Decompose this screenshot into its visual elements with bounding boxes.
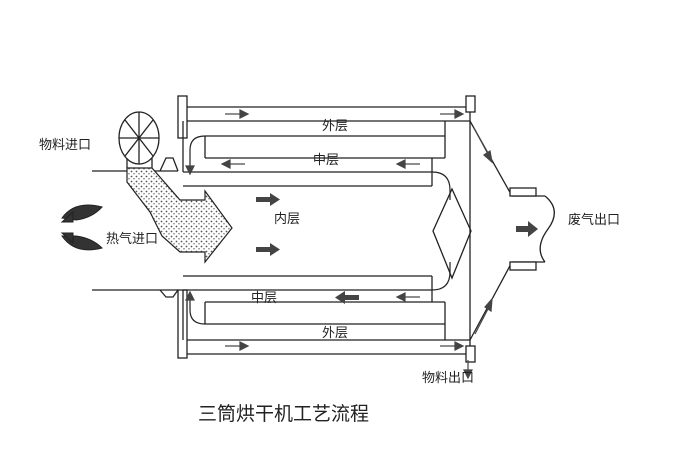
material-flow-arrow <box>126 167 233 264</box>
exhaust-duct <box>469 120 555 341</box>
outer-layer-top-label: 外层 <box>322 119 348 134</box>
inner-drum <box>182 121 433 340</box>
discharge-screen <box>432 187 472 280</box>
inner-layer-label: 内层 <box>274 211 300 227</box>
middle-layer-top-label: 中层 <box>313 153 339 168</box>
hot-air-inlet-label: 热气进口 <box>106 231 158 247</box>
material-inlet-label: 物料进口 <box>39 138 91 153</box>
exhaust-outlet-label: 废气出口 <box>568 212 620 228</box>
outer-layer-bottom-label: 外层 <box>322 326 348 341</box>
middle-layer-bottom-label: 中层 <box>251 291 277 306</box>
diagram-title: 三筒烘干机工艺流程 <box>198 403 369 425</box>
middle-drum <box>204 121 446 340</box>
flame-icon <box>60 204 103 251</box>
flow-arrows <box>185 109 538 380</box>
material-outlet-label: 物料出口 <box>422 371 474 386</box>
outer-drum <box>183 106 471 355</box>
rotary-feeder-icon <box>118 111 160 165</box>
